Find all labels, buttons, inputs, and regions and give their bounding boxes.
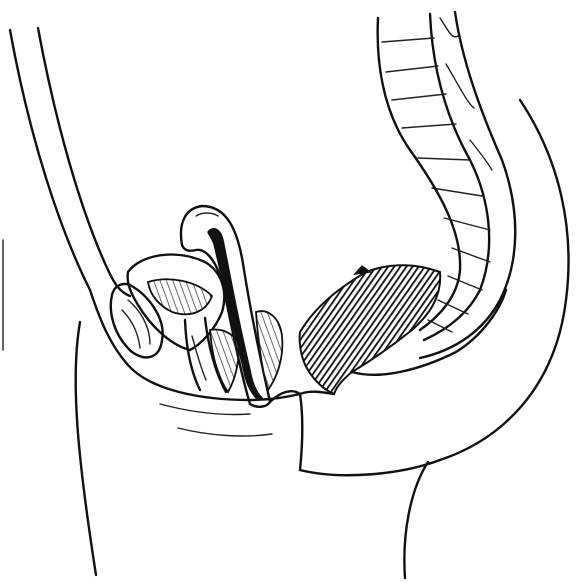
- cervix-tissue: [256, 311, 282, 390]
- perineum: [160, 391, 334, 470]
- vaginal-wall: [185, 318, 239, 392]
